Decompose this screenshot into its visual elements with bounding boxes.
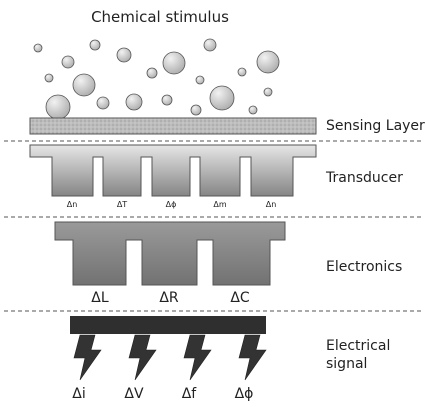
signal-param-label: ΔV (124, 386, 144, 402)
transducer-param-label: Δm (213, 200, 227, 209)
lightning-icon (128, 334, 157, 381)
electrical-signal-label-line1: Electrical (326, 338, 391, 354)
molecule (263, 87, 273, 97)
electrical-signal-label-line2: signal (326, 356, 368, 372)
molecule (61, 55, 75, 69)
molecule (209, 85, 235, 111)
electronics-param-label: ΔR (159, 290, 179, 306)
analyte-molecules (33, 38, 280, 120)
sensing-layer-bar (29, 117, 317, 135)
transducer-comb (29, 144, 317, 197)
molecule (116, 47, 132, 63)
molecule (256, 50, 280, 74)
molecule (45, 94, 71, 120)
signal-param-label: Δf (181, 386, 197, 402)
electronics-label: Electronics (326, 259, 403, 275)
molecule (161, 94, 173, 106)
molecule (195, 75, 205, 85)
transducer-param-label: Δn (265, 200, 277, 209)
electronics-block (54, 221, 286, 286)
molecule (162, 51, 186, 75)
molecule (248, 105, 258, 115)
transducer-label: Transducer (326, 170, 403, 186)
electronics-param-label: ΔL (91, 290, 109, 306)
molecule (44, 73, 54, 83)
molecule (33, 43, 43, 53)
molecule (125, 93, 143, 111)
lightning-icon (183, 334, 212, 381)
lightning-icon (238, 334, 267, 381)
transducer-param-label: ΔT (116, 200, 128, 209)
lightning-bolts (73, 334, 267, 381)
lightning-icon (73, 334, 102, 381)
transducer-param-label: Δn (66, 200, 78, 209)
sensing-layer-label: Sensing Layer (326, 118, 425, 134)
molecule (89, 39, 101, 51)
transducer-param-label: Δϕ (165, 200, 177, 209)
molecule (203, 38, 217, 52)
diagram-title: Chemical stimulus (91, 8, 229, 26)
molecule (96, 96, 110, 110)
signal-bar (70, 316, 266, 334)
signal-param-label: Δi (72, 386, 86, 402)
signal-param-label: Δϕ (234, 386, 254, 402)
electronics-param-label: ΔC (230, 290, 250, 306)
molecule (190, 104, 202, 116)
molecule (237, 67, 247, 77)
molecule (146, 67, 158, 79)
molecule (72, 73, 96, 97)
